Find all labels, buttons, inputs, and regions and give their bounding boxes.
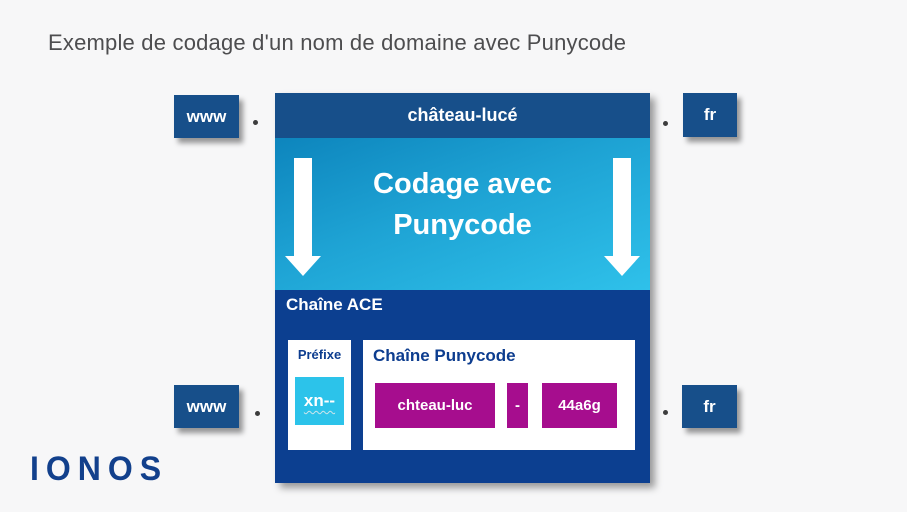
codage-caption-line1: Codage avec (373, 168, 552, 200)
punycode-box: Chaîne Punycode chteau-luc - 44a6g (363, 340, 635, 450)
ace-panel: Chaîne ACE Préfixe xn-- Chaîne Punycode … (275, 290, 650, 483)
punycode-segment: - (507, 383, 528, 428)
page-title: Exemple de codage d'un nom de domaine av… (48, 30, 627, 55)
punycode-segment: chteau-luc (375, 383, 495, 428)
tld-box-top: fr (683, 93, 737, 137)
punycode-label: Chaîne Punycode (373, 346, 516, 365)
encoding-column: château-lucé Codage avec Punycode Chaîne… (275, 93, 650, 483)
subdomain-box-bottom: www (174, 385, 239, 428)
dot-separator (255, 411, 260, 416)
ace-panel-label: Chaîne ACE (286, 295, 383, 314)
prefix-value: xn-- (303, 391, 336, 410)
prefix-label: Préfixe (297, 347, 342, 362)
prefix-box: Préfixe xn-- (288, 340, 351, 450)
dot-separator (663, 121, 668, 126)
domain-label-box: château-lucé (275, 93, 650, 138)
codage-panel: Codage avec Punycode (275, 138, 650, 290)
punycode-segment: 44a6g (542, 383, 617, 428)
dot-separator (253, 120, 258, 125)
prefix-value-chip: xn-- (295, 377, 344, 425)
subdomain-box-top: www (174, 95, 239, 138)
codage-caption-line2: Punycode (393, 209, 532, 241)
tld-box-bottom: fr (682, 385, 737, 428)
ionos-logo: IONOS (30, 448, 169, 488)
codage-caption: Codage avec Punycode (275, 164, 650, 246)
dot-separator (663, 410, 668, 415)
down-arrow-icon (285, 158, 321, 276)
down-arrow-icon (604, 158, 640, 276)
